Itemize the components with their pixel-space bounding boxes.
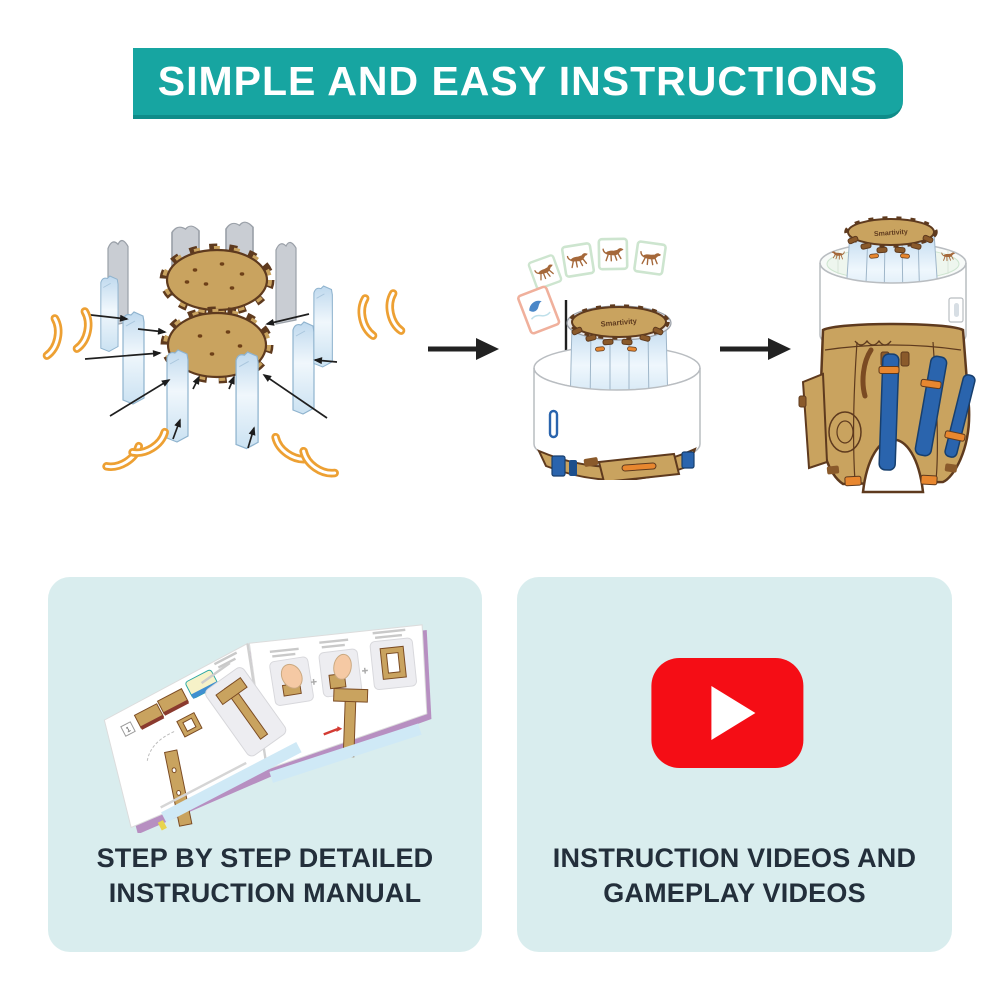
videos-caption: INSTRUCTION VIDEOS AND GAMEPLAY VIDEOS <box>517 841 952 911</box>
youtube-play-icon <box>650 658 803 768</box>
step2-film-strip-insert-illustration: Smartivity <box>517 237 701 480</box>
brand-logo-text: Smartivity <box>874 229 908 238</box>
manual-left-page: 1 <box>120 651 302 831</box>
page-title: SIMPLE AND EASY INSTRUCTIONS <box>157 58 879 104</box>
top-gear-disc <box>159 243 275 317</box>
videos-caption-line1: INSTRUCTION VIDEOS AND <box>552 843 917 873</box>
step-arrow-icon <box>428 338 499 360</box>
feet-tabs <box>826 463 958 487</box>
manual-book-illustration: 1 <box>103 624 432 833</box>
step-badge: 1 <box>124 724 132 734</box>
videos-card: INSTRUCTION VIDEOS AND GAMEPLAY VIDEOS <box>517 577 952 952</box>
blue-straps <box>878 353 976 471</box>
step-arrow-icon <box>720 338 791 360</box>
manual-caption-line2: INSTRUCTION MANUAL <box>108 878 422 908</box>
manual-caption-line1: STEP BY STEP DETAILED <box>96 843 434 873</box>
step1-exploded-parts-illustration <box>30 221 415 484</box>
rim-clips <box>847 234 934 254</box>
manual-right-page <box>269 628 422 783</box>
manual-caption: STEP BY STEP DETAILED INSTRUCTION MANUAL <box>48 841 482 911</box>
dolphin-frame <box>517 285 561 335</box>
play-triangle-icon <box>710 686 755 740</box>
film-strip <box>517 237 668 335</box>
manual-card: 1 <box>48 577 482 952</box>
rim-clips <box>571 326 664 346</box>
assembly-arrow-icons <box>81 313 338 449</box>
videos-caption-line2: GAMEPLAY VIDEOS <box>603 878 866 908</box>
step3-assembled-toy-illustration: Smartivity <box>798 216 976 494</box>
title-banner: SIMPLE AND EASY INSTRUCTIONS <box>133 48 903 119</box>
toy-base <box>536 447 697 480</box>
brand-logo-text: Smartivity <box>600 316 638 328</box>
